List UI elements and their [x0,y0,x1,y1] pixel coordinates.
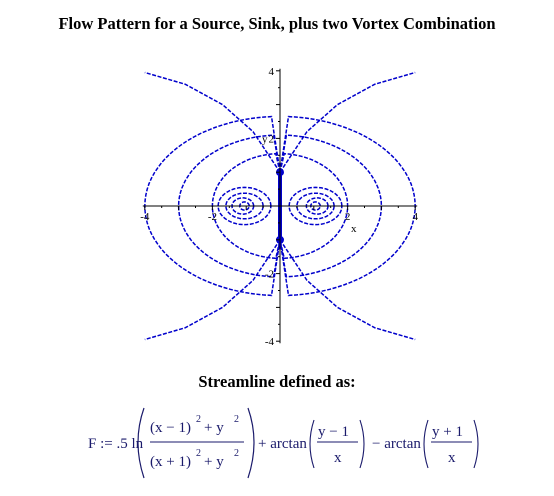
vortex-loop-left-2 [225,192,264,220]
x-tick-label: -4 [140,211,150,223]
streamline-lobe-left-2 [177,134,281,278]
x-axis-label: x [351,223,357,235]
ln-denominator-exp: 2 [196,448,201,459]
arctan2-numerator: y + 1 [432,424,463,440]
streamline-outer-upper-left [144,71,281,173]
x-tick-label: -2 [208,211,217,223]
vortex-loop-right-2 [296,192,335,220]
arctan2-right-paren [473,419,479,469]
ln-numerator-y-exp: 2 [234,414,239,425]
streamline-outer-lower-right [279,239,416,341]
x-tick-label: 2 [345,211,351,223]
streamline-outer-upper-right [279,71,416,173]
arctan2-denominator: x [448,450,456,466]
ln-numerator-exp: 2 [196,414,201,425]
y-tick-label: 2 [269,133,275,145]
arctan1-left-paren [309,419,315,469]
ln-denominator-y-exp: 2 [234,448,239,459]
y-axis-label: y [262,133,268,145]
arctan1-numerator: y − 1 [318,424,349,440]
ln-denominator-base: (x + 1) [150,454,191,470]
formula-caption: Streamline defined as: [198,372,356,391]
y-tick-label: 4 [269,66,275,78]
plus-arctan: + arctan [258,436,307,452]
streamline-plot: -4 -2 2 4 4 2 -2 -4 x y [140,66,418,348]
ln-numerator-base: (x − 1) [150,420,191,436]
ln-right-paren [247,407,255,479]
x-tick-label: 4 [412,211,418,223]
arctan1-right-paren [359,419,365,469]
streamline-formula: F := .5 ln (x − 1) 2 + y 2 (x + 1) 2 + y… [88,407,479,479]
page-title: Flow Pattern for a Source, Sink, plus tw… [58,14,496,33]
streamline-outer-lower-left [144,239,281,341]
streamline-lobe-right-2 [279,134,383,278]
plot-axes: -4 -2 2 4 4 2 -2 -4 x y [140,66,418,348]
y-tick-label: -4 [265,336,275,348]
arctan2-left-paren [423,419,429,469]
minus-arctan: − arctan [372,436,421,452]
ln-denominator-y: + y [204,454,224,470]
formula-lhs: F := .5 ln [88,436,144,452]
arctan1-denominator: x [334,450,342,466]
ln-numerator-y: + y [204,420,224,436]
y-tick-label: -2 [265,269,274,281]
ln-left-paren [137,407,145,479]
